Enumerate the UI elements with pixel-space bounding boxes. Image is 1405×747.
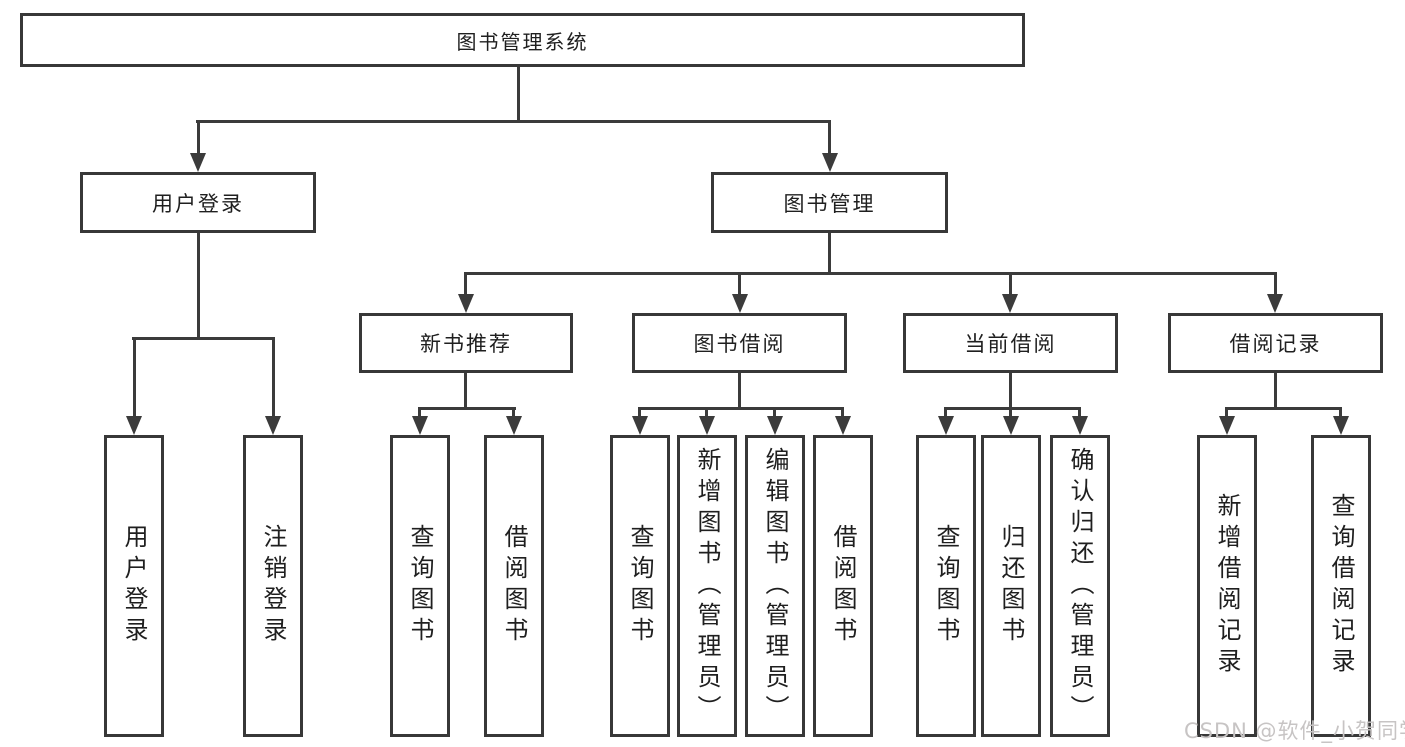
node-new-book-recommend-label: 新书推荐 xyxy=(420,332,512,356)
node-current-borrow-label: 当前借阅 xyxy=(964,332,1057,356)
leaf-return-book: 归还图书 xyxy=(981,435,1041,737)
leaf-query-books-current-label: 查询图书 xyxy=(932,524,960,648)
connector-user-login-stem xyxy=(197,233,200,337)
connector-borrow-records-stem xyxy=(1274,272,1277,297)
connector-leaf4-stem xyxy=(512,407,515,419)
arrow-leaf-add-book-admin xyxy=(699,416,715,435)
connector-current-borrow-stem xyxy=(1009,272,1012,297)
leaf-logout: 注销登录 xyxy=(243,435,303,737)
connector-leaf9-stem xyxy=(944,407,947,419)
arrow-current-borrow xyxy=(1002,294,1018,313)
node-book-borrow-label: 图书借阅 xyxy=(693,332,786,356)
connector-leaf-user-login-stem xyxy=(133,337,136,419)
connector-book-borrow-stem xyxy=(738,272,741,297)
leaf-query-borrow-record: 查询借阅记录 xyxy=(1311,435,1371,737)
connector-root-stem xyxy=(517,67,520,120)
leaf-query-books-recommend: 查询图书 xyxy=(390,435,450,737)
leaf-query-books-borrow: 查询图书 xyxy=(610,435,670,737)
connector-user-login-bar xyxy=(132,337,274,340)
connector-to-book-management-stem xyxy=(828,120,831,158)
connector-leaf7-stem xyxy=(773,407,776,419)
leaf-add-borrow-record-label: 新增借阅记录 xyxy=(1213,493,1241,679)
leaf-edit-book-admin: 编辑图书（管理员） xyxy=(745,435,805,737)
arrow-leaf-borrow-books-borrow xyxy=(835,416,851,435)
node-user-login: 用户登录 xyxy=(80,172,316,233)
leaf-borrow-books-recommend: 借阅图书 xyxy=(484,435,544,737)
leaf-query-books-recommend-label: 查询图书 xyxy=(406,524,434,648)
node-root: 图书管理系统 xyxy=(20,13,1025,67)
leaf-user-login-label: 用户登录 xyxy=(120,524,148,648)
arrow-new-book-recommend xyxy=(458,294,474,313)
arrow-leaf-add-borrow-record xyxy=(1219,416,1235,435)
arrow-leaf-query-books-borrow xyxy=(632,416,648,435)
connector-leaf6-stem xyxy=(705,407,708,419)
node-borrow-records: 借阅记录 xyxy=(1168,313,1383,373)
arrow-to-book-management xyxy=(822,153,838,172)
connector-records-stem xyxy=(1274,373,1277,407)
leaf-borrow-books-recommend-label: 借阅图书 xyxy=(500,524,528,648)
leaf-add-borrow-record: 新增借阅记录 xyxy=(1197,435,1257,737)
connector-book-management-bar xyxy=(464,272,1277,275)
arrow-leaf-edit-book-admin xyxy=(767,416,783,435)
connector-leaf3-stem xyxy=(418,407,421,419)
leaf-query-books-borrow-label: 查询图书 xyxy=(626,524,654,648)
node-book-borrow: 图书借阅 xyxy=(632,313,847,373)
node-new-book-recommend: 新书推荐 xyxy=(359,313,573,373)
connector-to-user-login-stem xyxy=(197,120,200,158)
node-borrow-records-label: 借阅记录 xyxy=(1229,332,1322,356)
leaf-confirm-return-admin: 确认归还（管理员） xyxy=(1050,435,1110,737)
connector-current-stem xyxy=(1009,373,1012,407)
connector-recommend-stem xyxy=(464,373,467,407)
arrow-leaf-logout xyxy=(265,416,281,435)
node-user-login-label: 用户登录 xyxy=(152,191,244,216)
connector-leaf5-stem xyxy=(638,407,641,419)
connector-recommend-bar xyxy=(418,407,516,410)
leaf-logout-label: 注销登录 xyxy=(259,524,287,648)
connector-leaf10-stem xyxy=(1009,407,1012,419)
connector-leaf-logout-stem xyxy=(272,337,275,419)
node-current-borrow: 当前借阅 xyxy=(903,313,1118,373)
arrow-leaf-confirm-return-admin xyxy=(1072,416,1088,435)
connector-root-bar xyxy=(196,120,831,123)
leaf-user-login: 用户登录 xyxy=(104,435,164,737)
leaf-confirm-return-admin-label: 确认归还（管理员） xyxy=(1066,446,1094,726)
connector-records-bar xyxy=(1225,407,1342,410)
connector-leaf11-stem xyxy=(1078,407,1081,419)
node-book-management-label: 图书管理 xyxy=(783,191,876,216)
connector-leaf12-stem xyxy=(1225,407,1228,419)
arrow-to-user-login xyxy=(190,153,206,172)
connector-leaf13-stem xyxy=(1339,407,1342,419)
leaf-edit-book-admin-label: 编辑图书（管理员） xyxy=(761,446,789,726)
connector-borrow-stem xyxy=(738,373,741,407)
arrow-leaf-query-books-recommend xyxy=(412,416,428,435)
arrow-leaf-user-login xyxy=(126,416,142,435)
connector-current-bar xyxy=(944,407,1081,410)
arrow-borrow-records xyxy=(1267,294,1283,313)
node-root-label: 图书管理系统 xyxy=(456,29,589,54)
leaf-return-book-label: 归还图书 xyxy=(997,524,1025,648)
arrow-leaf-query-books-current xyxy=(938,416,954,435)
node-book-management: 图书管理 xyxy=(711,172,948,233)
connector-borrow-bar xyxy=(638,407,844,410)
leaf-add-book-admin-label: 新增图书（管理员） xyxy=(693,446,721,726)
arrow-leaf-query-borrow-record xyxy=(1333,416,1349,435)
watermark: CSDN @软件_小贺同学 xyxy=(1184,719,1405,743)
leaf-borrow-books-borrow-label: 借阅图书 xyxy=(829,524,857,648)
connector-leaf8-stem xyxy=(841,407,844,419)
leaf-borrow-books-borrow: 借阅图书 xyxy=(813,435,873,737)
arrow-book-borrow xyxy=(732,294,748,313)
leaf-query-borrow-record-label: 查询借阅记录 xyxy=(1327,493,1355,679)
arrow-leaf-return-book xyxy=(1003,416,1019,435)
connector-book-management-stem xyxy=(828,233,831,272)
connector-new-book-recommend-stem xyxy=(464,272,467,297)
arrow-leaf-borrow-books-recommend xyxy=(506,416,522,435)
leaf-query-books-current: 查询图书 xyxy=(916,435,976,737)
leaf-add-book-admin: 新增图书（管理员） xyxy=(677,435,737,737)
